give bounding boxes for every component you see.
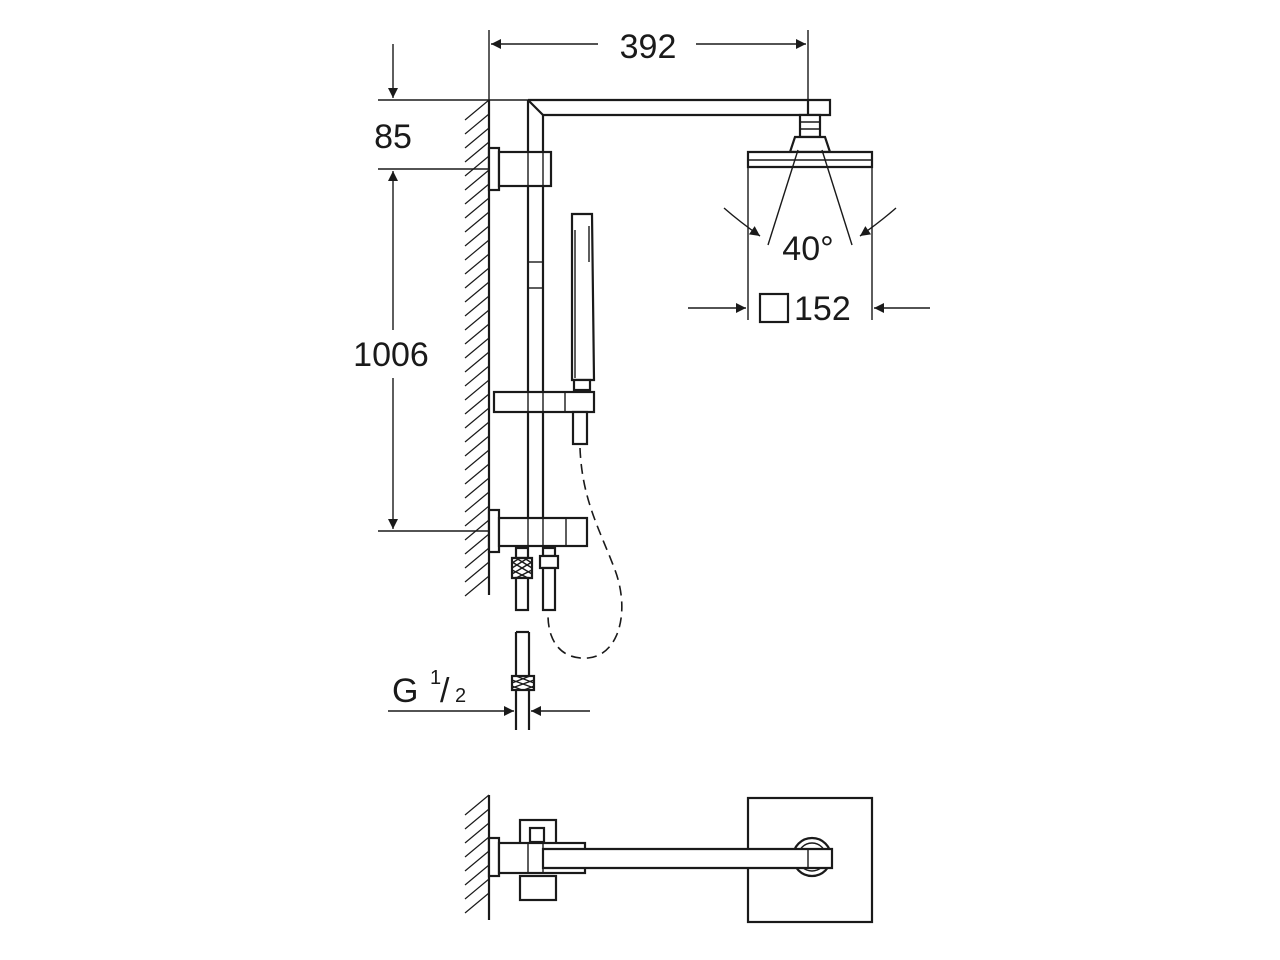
wall-front-view bbox=[464, 99, 491, 597]
wall-hatch-line bbox=[464, 561, 490, 583]
wall-hatch-line bbox=[464, 141, 490, 163]
wall-hatch-line bbox=[464, 864, 490, 886]
hand-shower-holder bbox=[492, 390, 596, 446]
head-size-dimension: 152 bbox=[688, 290, 930, 328]
wall-hatch-line bbox=[464, 295, 490, 317]
wall-hatch-line bbox=[464, 505, 490, 527]
supply-pipe bbox=[510, 630, 536, 730]
wall-hatch-line bbox=[464, 435, 490, 457]
wall-hatch-line bbox=[464, 155, 490, 177]
wall-hatch-line bbox=[464, 808, 490, 830]
wall-hatch-line bbox=[464, 351, 490, 373]
wall-hatch-line bbox=[464, 309, 490, 331]
wall-hatch-line bbox=[464, 225, 490, 247]
wall-hatch-line bbox=[464, 197, 490, 219]
wall-hatch-line bbox=[464, 127, 490, 149]
wall-hatch-line bbox=[464, 365, 490, 387]
wall-hatch-line bbox=[464, 892, 490, 914]
wall-hatch-line bbox=[464, 878, 490, 900]
overhead-shower-arm bbox=[527, 98, 832, 117]
wall-hatch-line bbox=[464, 491, 490, 513]
wall-hatch-line bbox=[464, 267, 490, 289]
wall-hatch-line bbox=[464, 449, 490, 471]
hand-shower-hose bbox=[547, 447, 623, 659]
wall-hatch-line bbox=[464, 323, 490, 345]
height-label: 1006 bbox=[353, 336, 429, 374]
top-view bbox=[464, 794, 874, 924]
wall-hatch-line bbox=[464, 253, 490, 275]
height-dimension: 1006 bbox=[353, 171, 489, 532]
wall-hatch-line bbox=[464, 337, 490, 359]
wall-hatch-line bbox=[464, 113, 490, 135]
wall-hatch-line bbox=[464, 393, 490, 415]
thread-size-dimension: G 1 / 2 bbox=[388, 667, 590, 716]
top-offset-label: 85 bbox=[374, 118, 412, 156]
thread-denominator: 2 bbox=[455, 685, 466, 707]
width-dimension: 392 bbox=[488, 28, 809, 100]
mixer-body bbox=[487, 508, 589, 554]
wall-hatch-line bbox=[464, 99, 490, 121]
wall-hatch-line bbox=[464, 836, 490, 858]
wall-hatch-line bbox=[464, 169, 490, 191]
thread-g-label: G bbox=[392, 672, 418, 710]
wall-hatch-line bbox=[464, 211, 490, 233]
wall-hatch-line bbox=[464, 421, 490, 443]
wall-hatch-line bbox=[464, 379, 490, 401]
wall-hatch-line bbox=[464, 281, 490, 303]
supply-connectors bbox=[510, 546, 560, 612]
wall-hatch-line bbox=[464, 519, 490, 541]
top-offset-dimension: 85 bbox=[374, 44, 528, 170]
thread-numerator: 1 bbox=[430, 667, 441, 689]
wall-hatch-line bbox=[464, 822, 490, 844]
wall-hatch-line bbox=[464, 407, 490, 429]
wall-hatch-line bbox=[464, 183, 490, 205]
wall-hatch-line bbox=[464, 463, 490, 485]
wall-hatch-line bbox=[464, 794, 490, 816]
spray-angle-label: 40° bbox=[782, 230, 833, 268]
wall-hatch-line bbox=[464, 477, 490, 499]
top-wall-bracket bbox=[487, 146, 553, 192]
hand-shower bbox=[570, 212, 596, 392]
width-label: 392 bbox=[620, 28, 677, 66]
square-symbol-icon bbox=[758, 292, 790, 324]
head-shower: 40° bbox=[723, 113, 897, 320]
wall-hatch-line bbox=[464, 850, 490, 872]
wall-hatch-line bbox=[464, 575, 490, 597]
wall-hatch-line bbox=[464, 239, 490, 261]
head-size-label: 152 bbox=[794, 290, 851, 328]
wall-hatch-line bbox=[464, 533, 490, 555]
thread-fraction-slash: / bbox=[440, 672, 450, 710]
wall-hatch-line bbox=[464, 547, 490, 569]
